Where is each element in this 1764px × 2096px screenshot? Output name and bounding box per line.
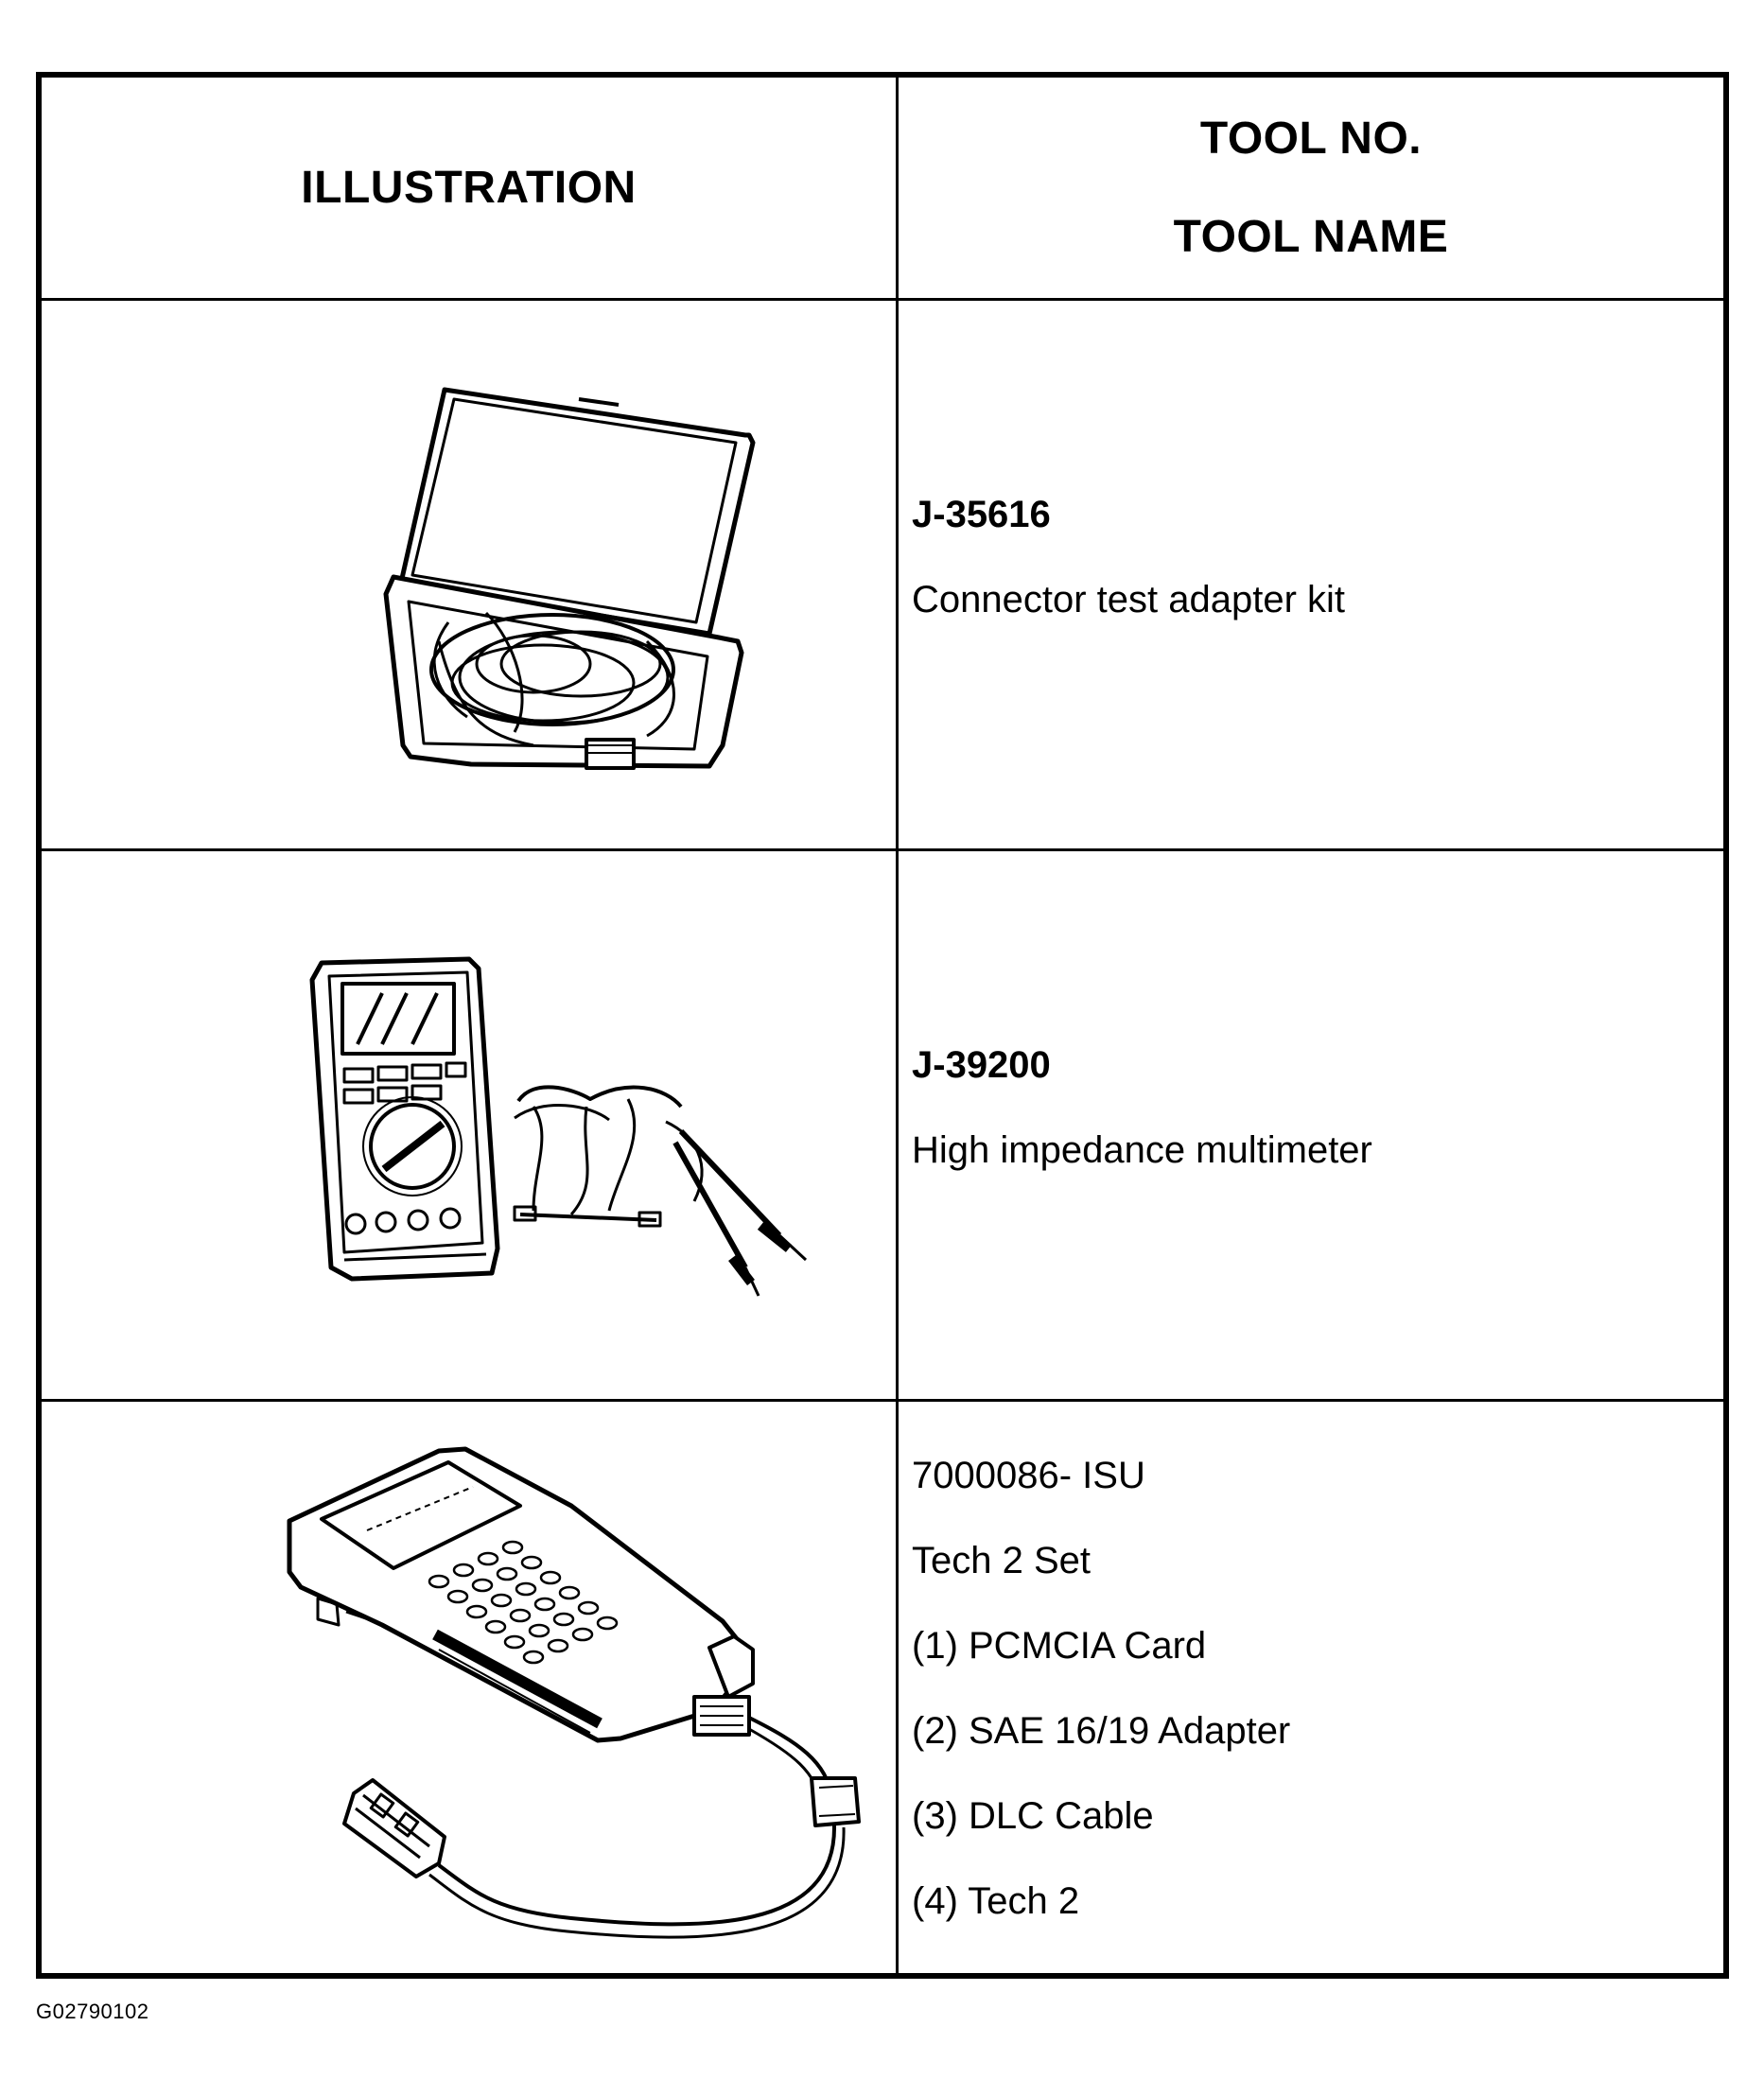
row-2-illustration-cell [42,851,899,1402]
header-illustration-label: ILLUSTRATION [301,163,637,213]
row-3-illustration-cell [42,1402,899,1973]
tool-name: Tech 2 Set [912,1540,1092,1581]
row-1-illustration-cell [42,301,899,851]
header-tool-name-label: TOOL NAME [1173,211,1449,262]
row-2-tool-cell: J-39200 High impedance multimeter [899,851,1723,1402]
header-tool-cell: TOOL NO. TOOL NAME [899,78,1723,301]
header-illustration-cell: ILLUSTRATION [42,78,899,301]
tool-number: 7000086- ISU [912,1455,1145,1496]
tool-name: Connector test adapter kit [912,579,1346,620]
set-item: (1) PCMCIA Card [912,1625,1207,1667]
row-1-tool-cell: J-35616 Connector test adapter kit [899,301,1723,851]
tech2-scan-tool-drawing [287,1446,861,1939]
header-tool-no-label: TOOL NO. [1199,113,1423,164]
set-item: (3) DLC Cable [912,1795,1154,1837]
figure-code: G02790102 [36,2000,149,2023]
multimeter-drawing [309,956,808,1297]
special-tools-table: ILLUSTRATION TOOL NO. TOOL NAME [36,72,1729,1979]
set-item: (4) Tech 2 [912,1880,1080,1922]
tool-number: J-39200 [912,1044,1051,1086]
tool-name: High impedance multimeter [912,1129,1372,1171]
tool-number: J-35616 [912,494,1051,535]
connector-test-adapter-kit-drawing [383,387,756,770]
row-3-tool-cell: 7000086- ISU Tech 2 Set (1) PCMCIA Card … [899,1402,1723,1973]
set-item: (2) SAE 16/19 Adapter [912,1710,1291,1752]
